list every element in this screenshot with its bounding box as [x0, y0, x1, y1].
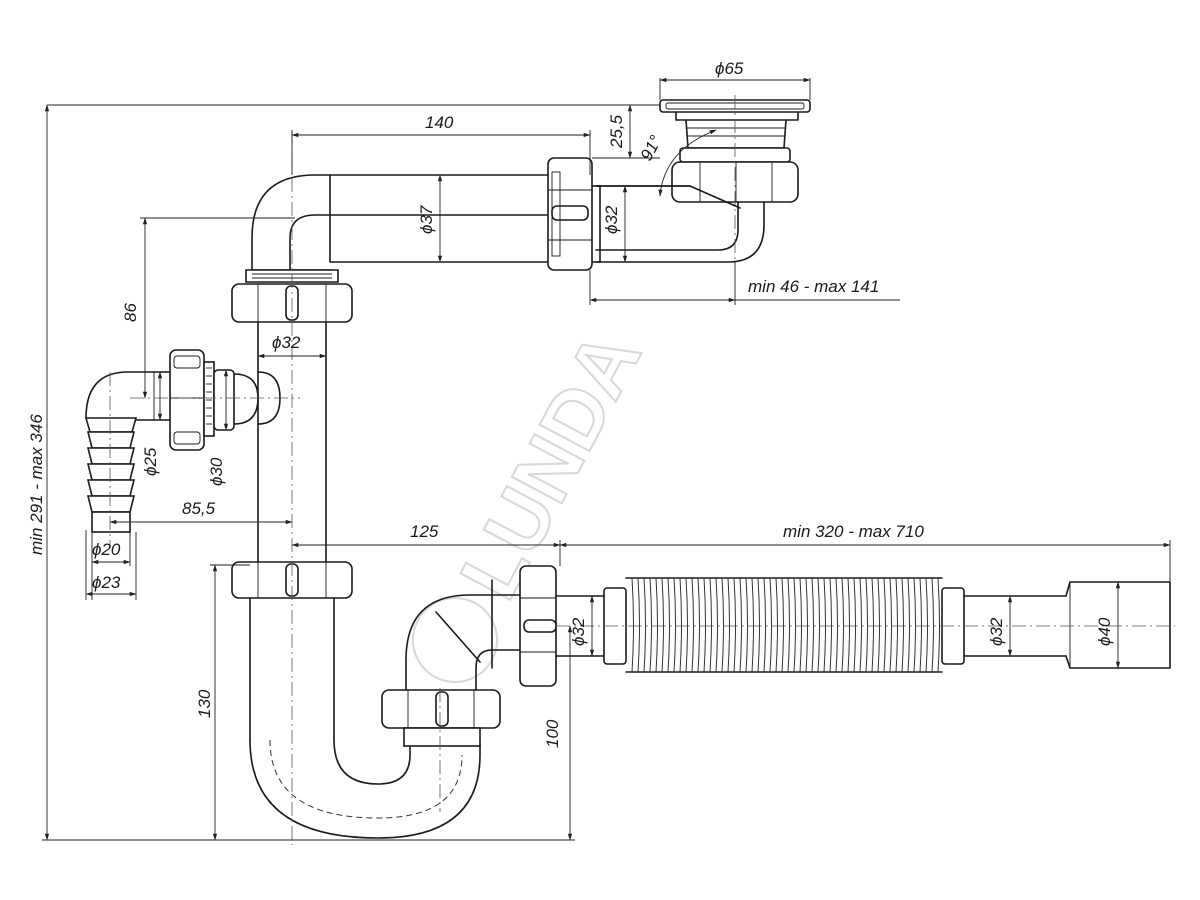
hose-rib — [685, 577, 688, 673]
dim-total-height: min 291 - max 346 — [27, 414, 46, 555]
hose-rib — [919, 577, 922, 673]
hose-rib — [703, 577, 706, 673]
dim-h100: 100 — [543, 719, 562, 748]
dim-w85-5: 85,5 — [182, 499, 216, 518]
hose-rib — [763, 577, 766, 673]
hose-rib — [907, 577, 910, 673]
hose-rib — [691, 577, 694, 673]
hose-rib — [781, 577, 784, 673]
hose-rib — [655, 577, 658, 673]
dim-range-46-141: min 46 - max 141 — [748, 277, 879, 296]
hose-rib — [679, 577, 682, 673]
dim-d23: ϕ23 — [92, 573, 121, 592]
hose-rib — [727, 577, 730, 673]
hose-rib — [793, 577, 796, 673]
dim-w140: 140 — [425, 113, 454, 132]
hose-rib — [787, 577, 790, 673]
dim-d40: ϕ40 — [1095, 617, 1114, 646]
dim-h86: 86 — [121, 303, 140, 322]
hose-rib — [889, 577, 892, 673]
dim-d30: ϕ30 — [207, 457, 226, 486]
hose-barb-ribs — [84, 417, 138, 533]
hose-rib — [823, 577, 826, 673]
hose-rib — [697, 577, 700, 673]
top-drain-outlet — [595, 99, 811, 263]
hose-rib — [637, 577, 640, 673]
dim-angle91: 91° — [637, 132, 666, 164]
hose-rib — [739, 577, 742, 673]
hose-rib — [709, 577, 712, 673]
hose-rib — [883, 577, 886, 673]
side-hose-connector — [84, 349, 259, 533]
hose-rib — [745, 577, 748, 673]
dim-h25-5: 25,5 — [607, 114, 626, 149]
hose-rib — [853, 577, 856, 673]
hose-rib — [643, 577, 646, 673]
hose-rib — [847, 577, 850, 673]
dim-d20: ϕ20 — [92, 540, 121, 559]
dim-d32-top: ϕ32 — [602, 205, 621, 234]
hose-rib — [649, 577, 652, 673]
hose-rib — [931, 577, 934, 673]
hose-rib — [811, 577, 814, 673]
hose-rib — [901, 577, 904, 673]
hose-rib — [799, 577, 802, 673]
hose-rib — [715, 577, 718, 673]
hose-rib — [775, 577, 778, 673]
corrugated-hose — [555, 577, 1171, 673]
dim-d32-trap: ϕ32 — [569, 617, 588, 646]
hose-rib — [721, 577, 724, 673]
hose-rib — [937, 577, 940, 673]
hose-rib — [805, 577, 808, 673]
dim-d25: ϕ25 — [141, 447, 160, 476]
watermark-circle-icon — [412, 597, 498, 683]
top-horizontal-pipe — [245, 157, 691, 283]
hose-rib — [871, 577, 874, 673]
dim-d32-mid: ϕ32 — [272, 333, 301, 352]
hose-rib — [895, 577, 898, 673]
hose-ribs — [631, 577, 940, 673]
hose-rib — [673, 577, 676, 673]
dimension-labels: ϕ65 140 25,5 91° ϕ37 ϕ32 min 46 - max 14… — [27, 59, 1114, 748]
hose-rib — [829, 577, 832, 673]
dimension-lines — [42, 77, 1171, 841]
hose-rib — [817, 577, 820, 673]
bottom-trap — [249, 565, 557, 839]
center-lines — [109, 95, 1175, 845]
hose-rib — [757, 577, 760, 673]
hose-rib — [751, 577, 754, 673]
dim-d65: ϕ65 — [715, 59, 744, 78]
hose-rib — [835, 577, 838, 673]
hose-rib — [865, 577, 868, 673]
hose-rib — [877, 577, 880, 673]
dim-w125: 125 — [410, 522, 439, 541]
hose-rib — [661, 577, 664, 673]
dim-d32-hose: ϕ32 — [987, 617, 1006, 646]
hose-rib — [859, 577, 862, 673]
hose-rib — [841, 577, 844, 673]
dim-h130: 130 — [195, 689, 214, 718]
hose-rib — [667, 577, 670, 673]
dim-range-320-710: min 320 - max 710 — [783, 522, 924, 541]
hose-rib — [631, 577, 634, 673]
dim-d37: ϕ37 — [417, 205, 436, 234]
hose-rib — [913, 577, 916, 673]
hose-rib — [769, 577, 772, 673]
hose-rib — [733, 577, 736, 673]
hose-rib — [925, 577, 928, 673]
